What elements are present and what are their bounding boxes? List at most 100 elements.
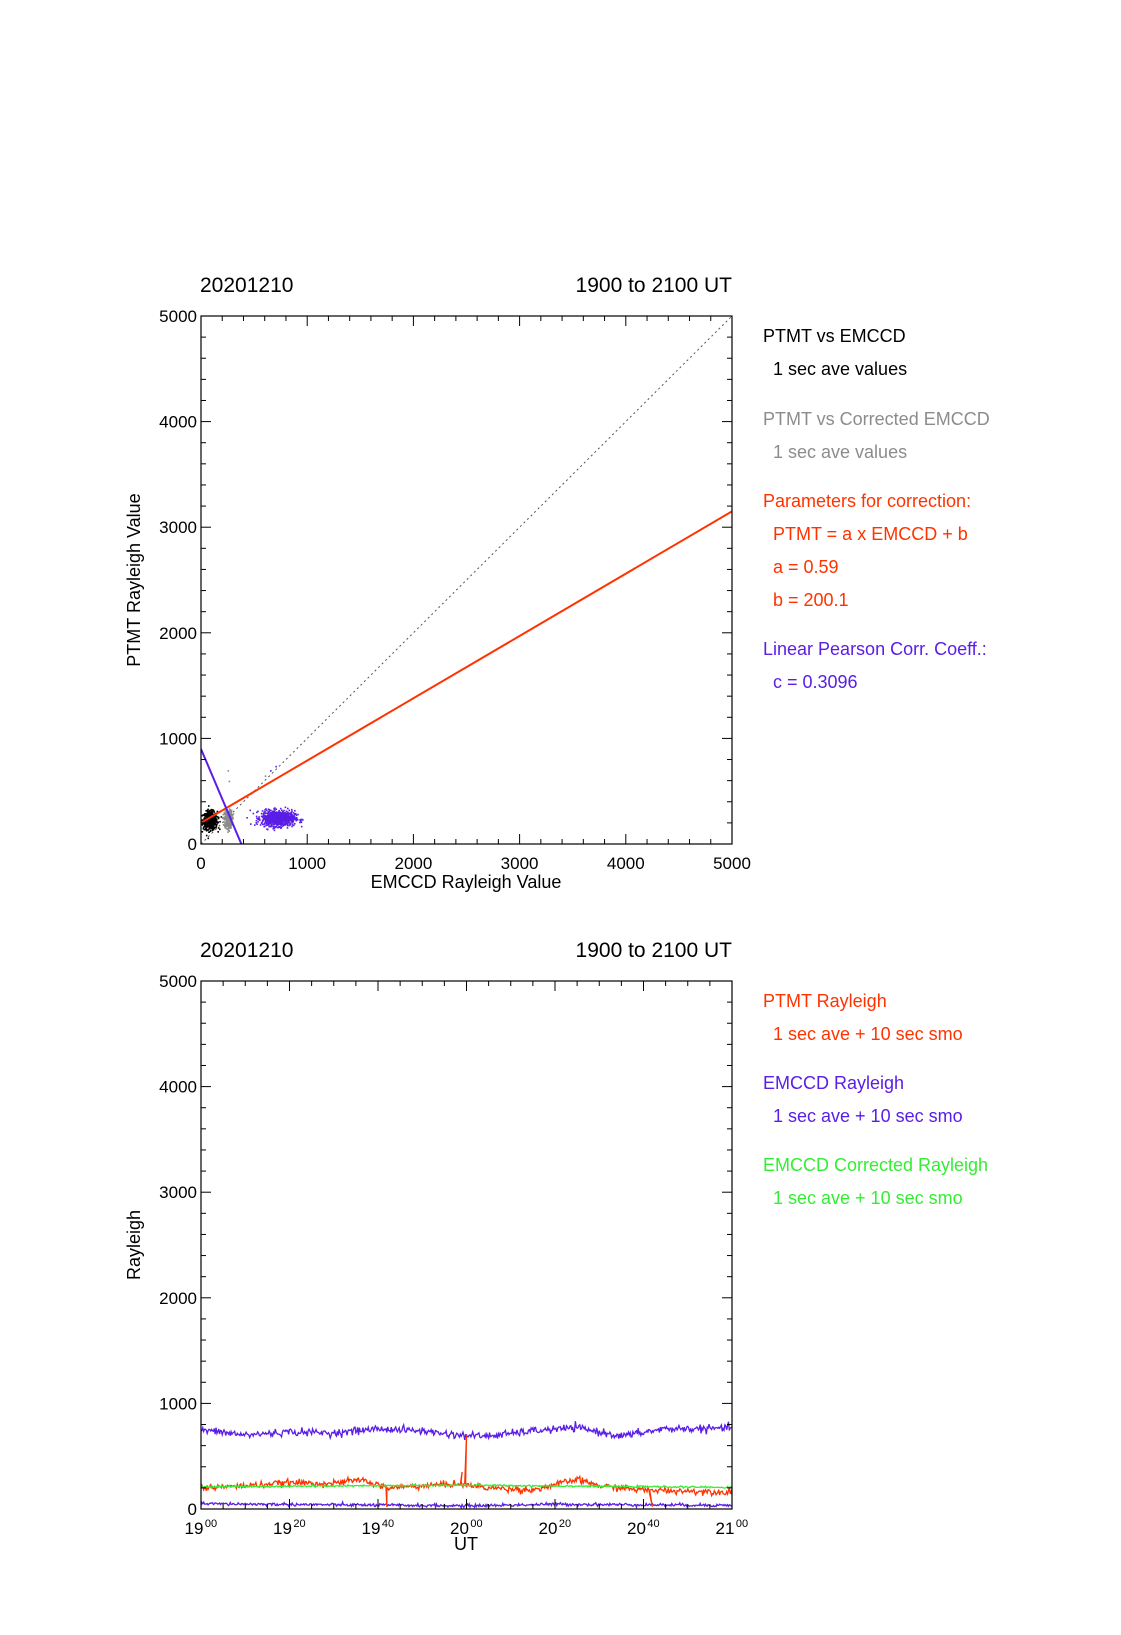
scatter-point xyxy=(223,821,226,823)
scatter-point xyxy=(272,815,274,817)
scatter-point xyxy=(290,808,293,811)
scatter-point xyxy=(221,816,224,819)
scatter-point xyxy=(231,814,234,816)
scatter-x-tick-label: 3000 xyxy=(501,854,539,873)
scatter-point xyxy=(272,810,275,812)
scatter-point xyxy=(289,816,292,819)
scatter-point xyxy=(206,824,208,827)
scatter-point xyxy=(286,812,288,815)
scatter-point xyxy=(269,825,271,828)
scatter-point xyxy=(227,829,230,831)
scatter-point xyxy=(268,815,270,818)
scatter-point xyxy=(205,829,208,832)
scatter-point xyxy=(280,818,283,820)
scatter-point xyxy=(232,816,234,819)
scatter-point xyxy=(269,816,271,818)
scatter-point xyxy=(206,823,208,825)
scatter-point xyxy=(220,816,223,818)
scatter-point xyxy=(254,824,256,826)
scatter-point xyxy=(222,813,225,816)
scatter-point xyxy=(270,816,272,819)
scatter-point xyxy=(215,816,217,818)
scatter-point xyxy=(271,819,273,822)
scatter-point xyxy=(224,825,227,827)
scatter-point xyxy=(205,821,208,824)
scatter-point xyxy=(229,811,232,813)
scatter-point xyxy=(227,770,230,772)
scatter-point xyxy=(224,827,227,829)
scatter-point xyxy=(210,822,213,824)
scatter-point xyxy=(292,812,295,814)
scatter-point xyxy=(262,814,265,816)
scatter-point xyxy=(290,812,293,815)
scatter-x-tick-label: 0 xyxy=(196,854,205,873)
scatter-point xyxy=(299,819,301,821)
scatter-point xyxy=(261,810,264,812)
scatter-point xyxy=(274,809,276,811)
scatter-point xyxy=(263,822,266,825)
scatter-line-correction-fit xyxy=(201,510,732,824)
scatter-point xyxy=(229,818,231,821)
scatter-point xyxy=(282,815,285,817)
scatter-point xyxy=(256,823,258,826)
scatter-point xyxy=(276,815,279,818)
scatter-point xyxy=(274,812,277,814)
scatter-point xyxy=(201,819,203,821)
scatter-point xyxy=(225,825,227,828)
scatter-point xyxy=(211,829,214,832)
scatter-point xyxy=(206,815,208,818)
scatter-point xyxy=(228,820,230,823)
scatter-point xyxy=(249,809,252,812)
scatter-point xyxy=(300,821,303,824)
timeseries-x-tick-label: 19 xyxy=(362,1519,381,1538)
scatter-x-tick-label: 5000 xyxy=(713,854,751,873)
scatter-point xyxy=(275,814,278,817)
scatter-point xyxy=(211,811,214,813)
scatter-point xyxy=(291,818,294,820)
scatter-point xyxy=(206,821,209,824)
timeseries-x-tick-label: 20 xyxy=(450,1519,469,1538)
scatter-point xyxy=(267,820,270,823)
scatter-point xyxy=(294,809,296,812)
scatter-point xyxy=(272,812,275,815)
scatter-point xyxy=(257,818,260,820)
scatter-point xyxy=(277,815,280,817)
scatter-point xyxy=(292,816,295,818)
timeseries-x-tick-superscript: 20 xyxy=(559,1518,571,1530)
scatter-line-one-to-one xyxy=(201,316,732,844)
scatter-point xyxy=(256,817,258,820)
scatter-point xyxy=(266,828,269,831)
scatter-point xyxy=(274,821,276,824)
scatter-point xyxy=(223,824,225,826)
scatter-point xyxy=(284,806,287,809)
scatter-point xyxy=(277,811,280,814)
scatter-point xyxy=(266,809,268,812)
scatter-point xyxy=(278,818,281,820)
scatter-point xyxy=(216,810,219,813)
scatter-point xyxy=(223,818,225,820)
scatter-point xyxy=(229,823,232,826)
scatter-point xyxy=(273,826,275,829)
scatter-point xyxy=(224,822,227,825)
scatter-point xyxy=(287,813,290,816)
scatter-point xyxy=(278,811,281,813)
scatter-point xyxy=(270,818,272,821)
scatter-point xyxy=(209,829,212,832)
scatter-point xyxy=(213,826,216,829)
scatter-point xyxy=(227,820,229,823)
scatter-point xyxy=(269,812,272,815)
scatter-point xyxy=(262,815,265,817)
scatter-point xyxy=(204,825,207,828)
scatter-point xyxy=(277,819,280,821)
scatter-point xyxy=(289,822,292,825)
timeseries-y-tick-label: 4000 xyxy=(159,1078,197,1097)
scatter-point xyxy=(263,814,266,817)
scatter-point xyxy=(229,809,231,811)
scatter-point xyxy=(217,821,219,824)
scatter-legend-entry: c = 0.3096 xyxy=(773,672,858,692)
scatter-point xyxy=(279,812,282,815)
scatter-point xyxy=(230,821,232,824)
scatter-point xyxy=(279,823,282,826)
scatter-point xyxy=(276,816,278,819)
